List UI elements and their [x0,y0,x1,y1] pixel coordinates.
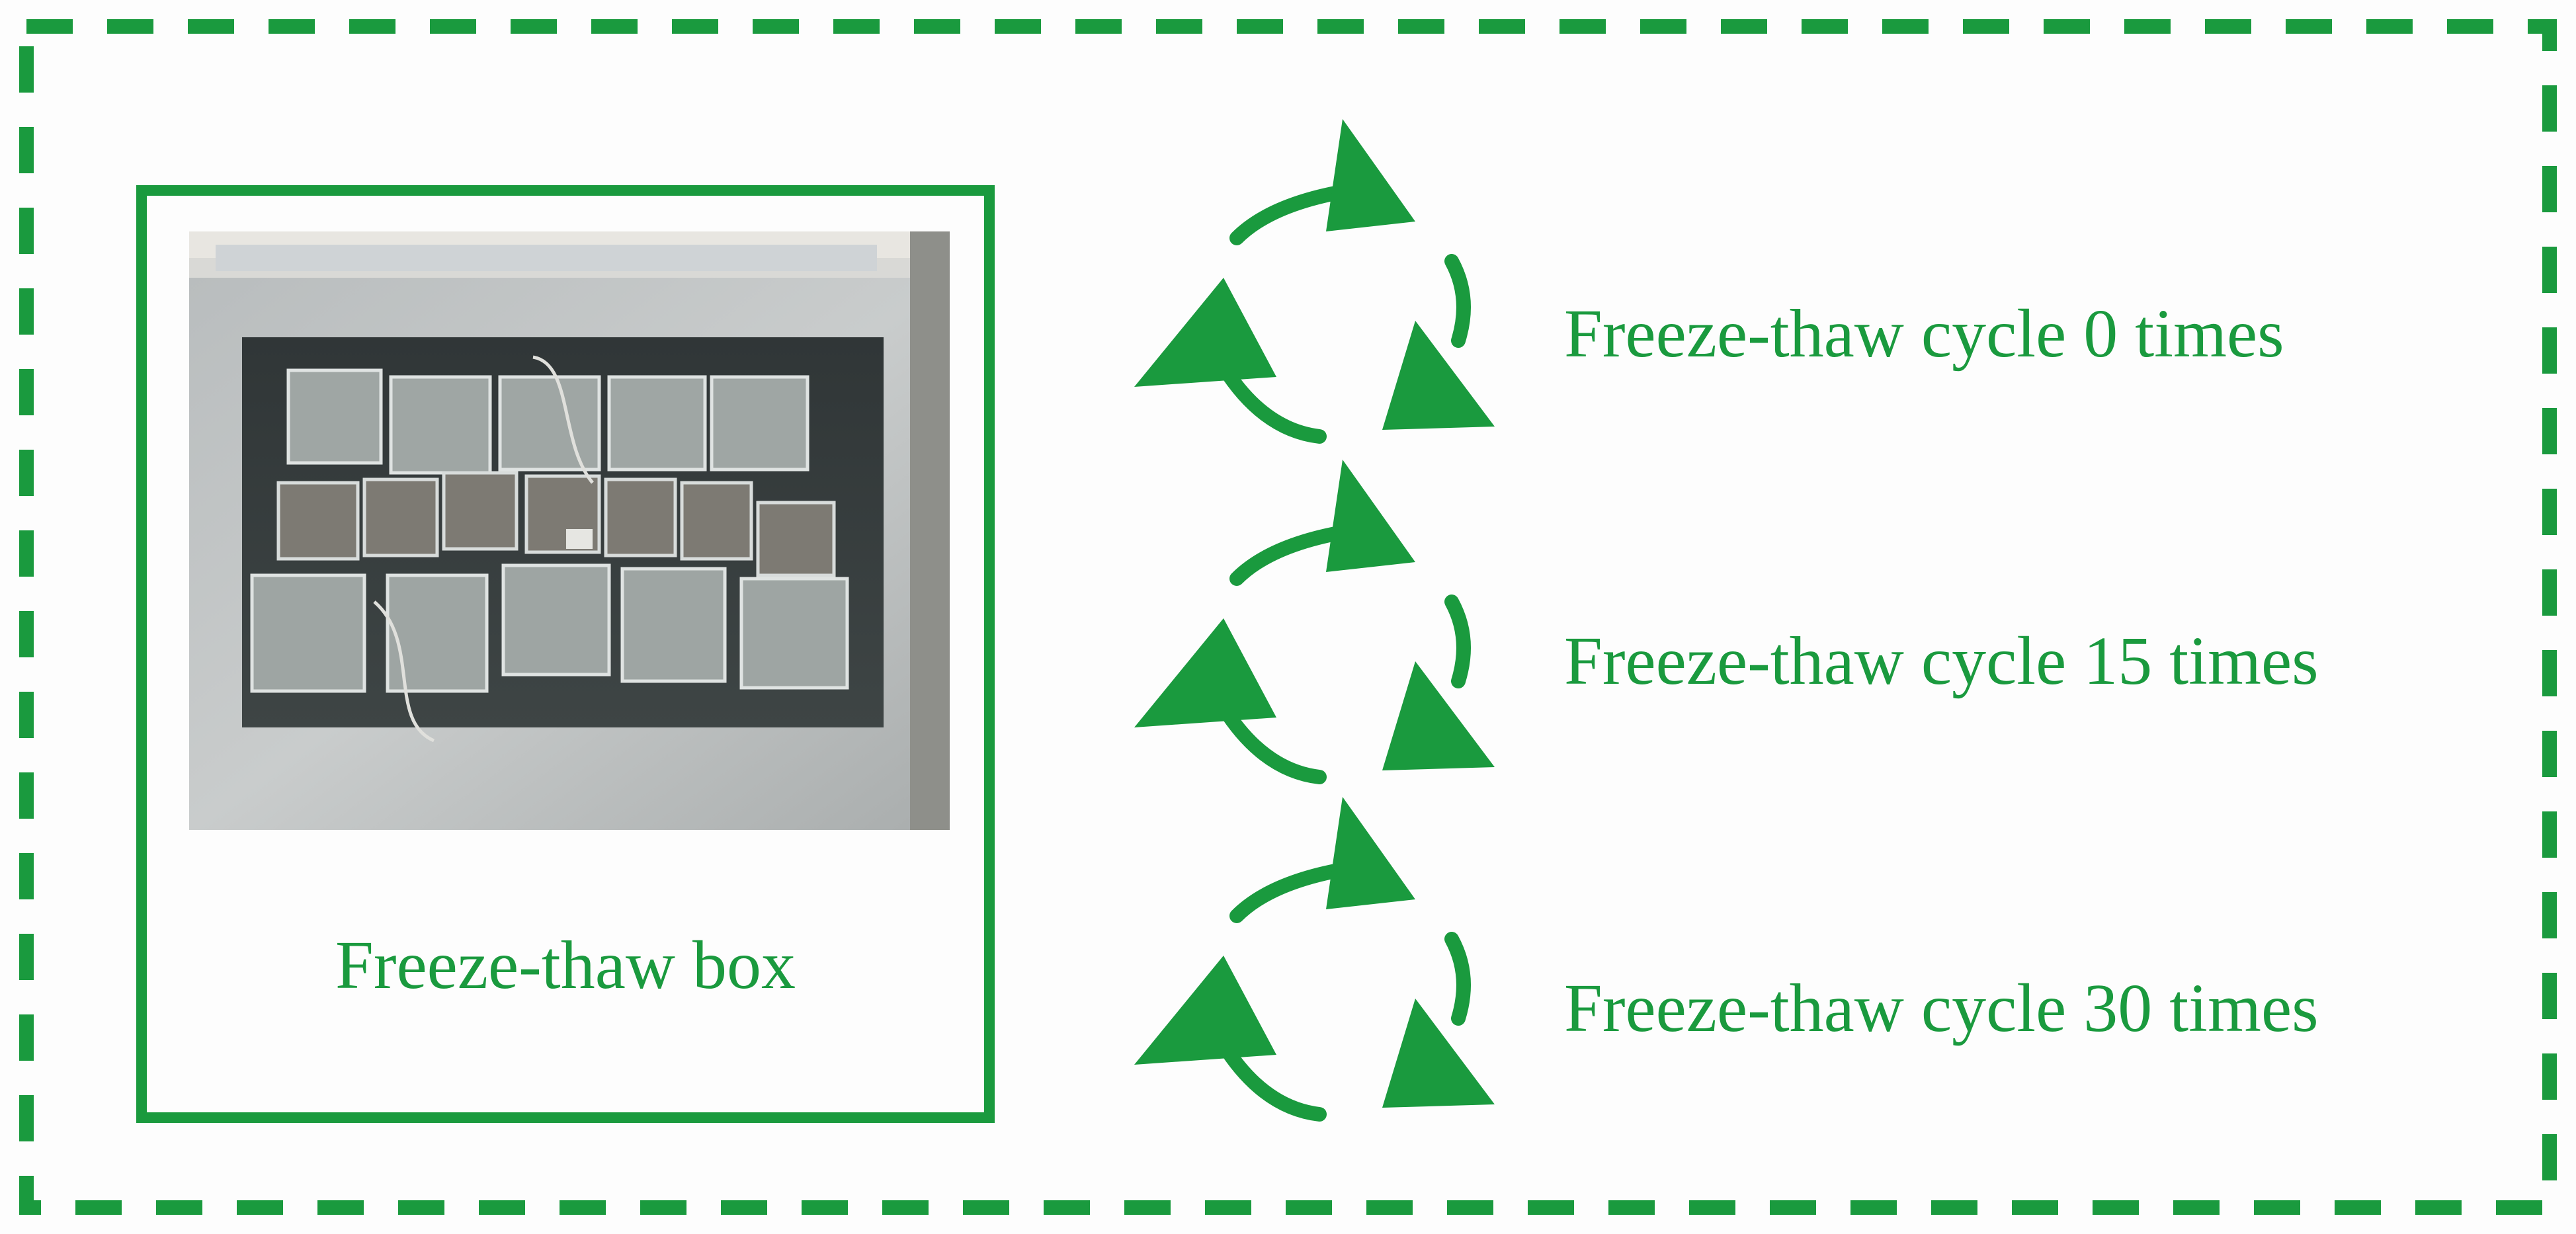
cycle-label-15: Freeze-thaw cycle 15 times [1564,623,2319,699]
freeze-thaw-box-photo [189,231,950,830]
cycle-arrows-icon [1124,446,1521,810]
freeze-thaw-box-label: Freeze-thaw box [335,927,796,1003]
cycle-label-0: Freeze-thaw cycle 0 times [1564,296,2284,372]
cycle-arrows-icon [1124,784,1521,1147]
cycle-arrows-icon [1124,106,1521,470]
cycle-label-30: Freeze-thaw cycle 30 times [1564,970,2319,1046]
